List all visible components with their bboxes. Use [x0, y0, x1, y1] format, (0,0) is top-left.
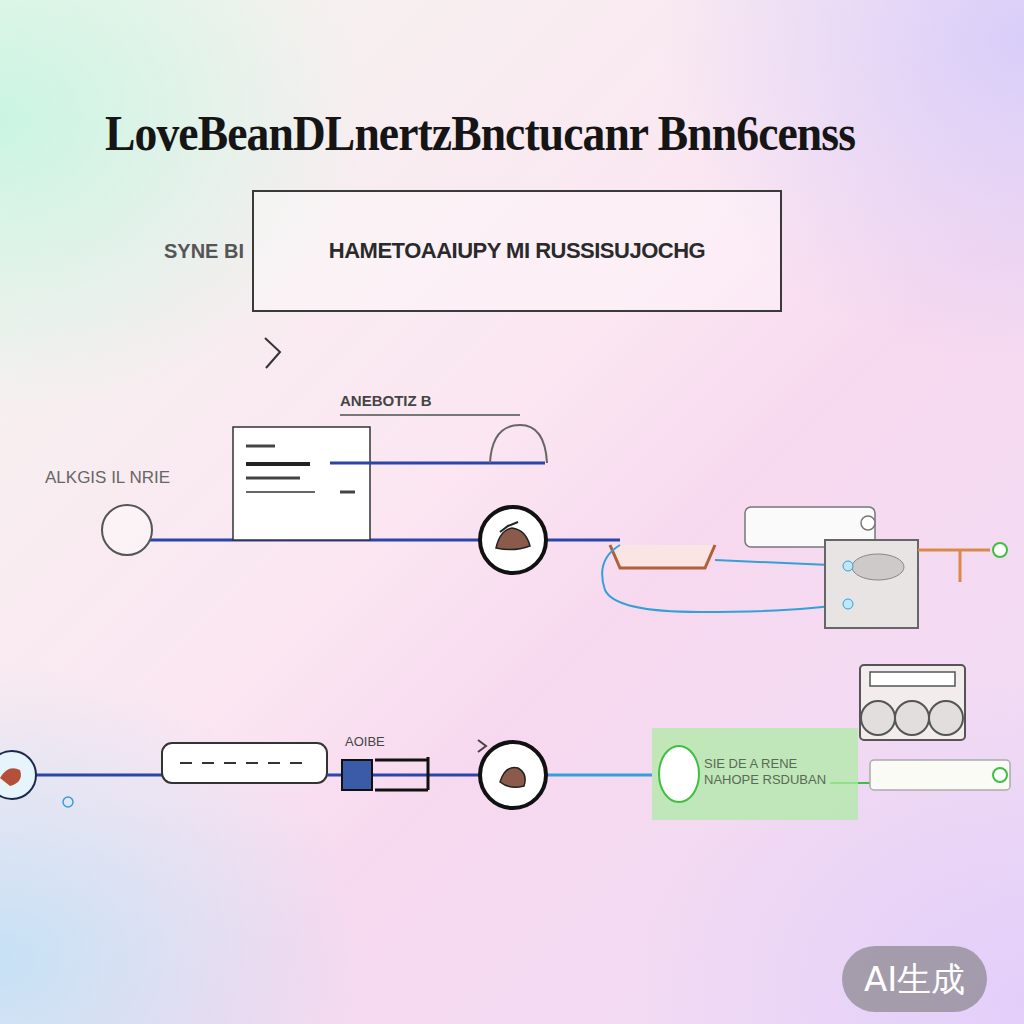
row-one [102, 415, 1007, 628]
part-label: AOIBE [345, 734, 385, 749]
part-label: ALKGIS IL NRIE [45, 468, 170, 488]
diagram-title: LoveBeanDLnertzBnctucanr Bnn6censs [105, 104, 855, 162]
oval-symbol [654, 728, 704, 820]
box-text: HAMETOAAIUPY MI RUSSISUJOCHG [329, 238, 705, 264]
part-label: ANEBOTIZ B [340, 392, 432, 409]
row-two [0, 665, 1010, 808]
box-heading: SYNE BI [164, 240, 244, 263]
watermark: AI生成 [842, 946, 987, 1012]
chevron [265, 338, 280, 368]
subtitle-box: SYNE BIHAMETOAAIUPY MI RUSSISUJOCHG [252, 190, 782, 312]
box-text: SIE DE A RENE NAHOPE RSDUBAN [704, 756, 848, 789]
note-box: SIE DE A RENE NAHOPE RSDUBAN [652, 728, 858, 820]
